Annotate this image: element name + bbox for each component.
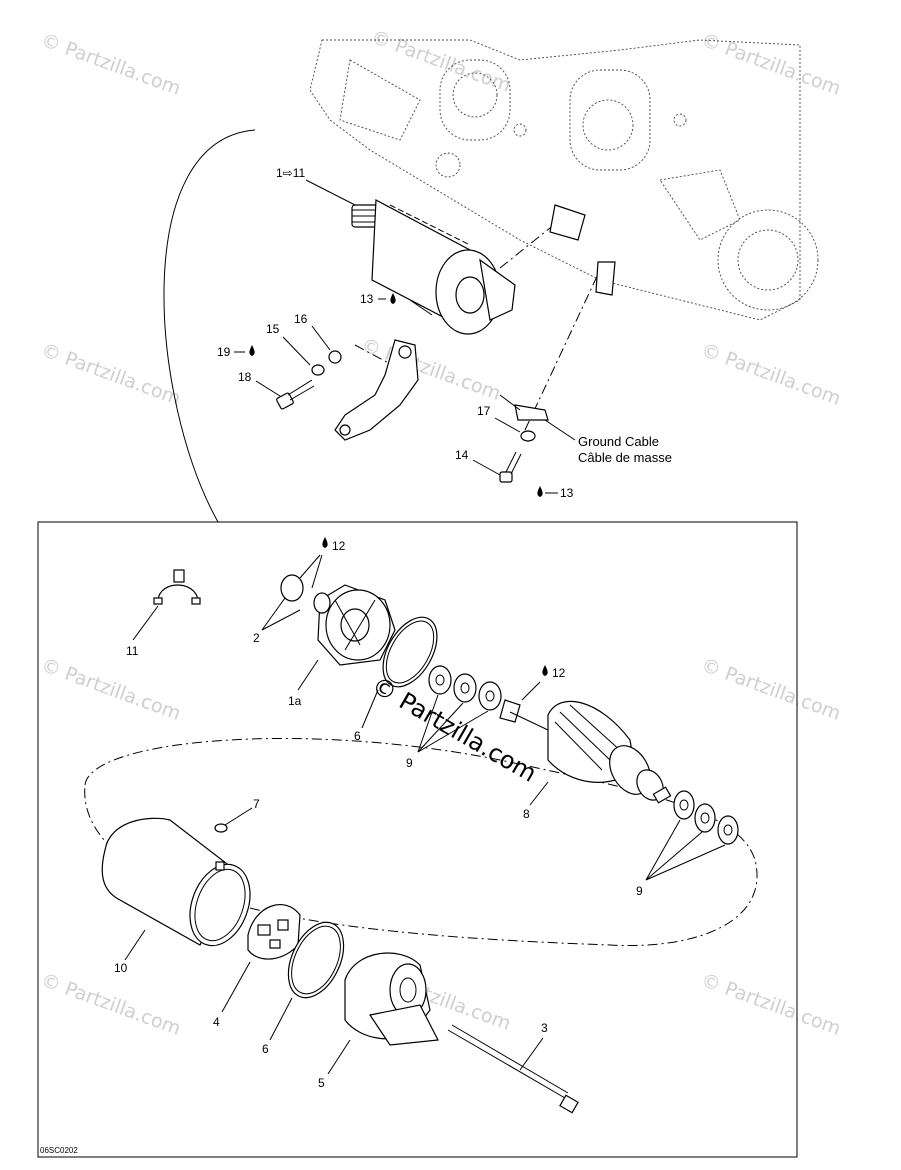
threadlocker-drop-icon [537,486,543,497]
callout-ground-cable: Ground Cable Câble de masse [544,419,672,465]
cable-lug-17 [514,404,549,421]
callout-1a: 1a [288,659,319,708]
starter-motor-installed [351,199,516,335]
part-9-washers-lower [673,790,739,845]
svg-text:2: 2 [253,631,260,645]
watermark-top-right: © Partzilla.com [698,29,843,100]
svg-text:11: 11 [126,644,139,658]
callout-6-lower: 6 [262,997,293,1056]
engine-mount-boss-2 [595,261,616,296]
svg-text:4: 4 [213,1015,220,1029]
svg-text:9: 9 [406,756,413,770]
part-9-washers-upper [428,665,502,711]
svg-text:8: 8 [523,807,530,821]
watermark-low-left: © Partzilla.com [38,654,183,725]
callout-10: 10 [114,929,146,975]
part-7-small-o-ring [214,823,228,833]
callout-14: 14 [455,448,501,476]
part-5-rear-cover [344,952,439,1046]
engine-block-outline [309,39,819,321]
part-10-yoke-housing [101,817,251,947]
svg-text:7: 7 [253,797,260,811]
svg-text:3: 3 [541,1021,548,1035]
lock-nut-16 [328,350,342,364]
svg-text:12: 12 [552,666,566,680]
callout-8: 8 [523,781,549,821]
ground-cable-label-fr: Câble de masse [578,450,672,465]
part-11-clip [153,569,201,605]
callout-6-upper: 6 [354,689,379,743]
cable-17-wire [499,394,521,411]
svg-text:13: 13 [560,486,574,500]
callout-2: 2 [253,597,301,645]
threadlocker-drop-icon [542,665,548,676]
threadlocker-drop-icon [249,345,255,356]
callout-3: 3 [519,1021,548,1071]
bracket-hole [398,345,412,359]
exploded-view-frame [37,521,798,1158]
watermark-mid-left: © Partzilla.com [38,339,183,410]
svg-text:1a: 1a [288,694,302,708]
watermark-low-right: © Partzilla.com [698,654,843,725]
hardware-bolt-18 [276,379,315,410]
svg-text:17: 17 [477,404,491,418]
threadlocker-drop-icon [322,537,328,548]
svg-text:6: 6 [262,1042,269,1056]
svg-text:15: 15 [266,322,280,336]
svg-text:14: 14 [455,448,469,462]
callout-18: 18 [238,370,281,397]
svg-text:10: 10 [114,961,128,975]
part-6-o-ring-upper [382,616,438,688]
exploded-view-leader [163,129,256,523]
callout-12-upper: 12 [299,537,346,589]
starter-support-bracket [334,339,419,441]
svg-text:9: 9 [636,884,643,898]
bolt-14 [499,451,522,483]
washer-17 [520,430,536,442]
svg-text:6: 6 [354,729,361,743]
watermark-top-left: © Partzilla.com [38,29,183,100]
callout-9-upper: 9 [406,694,489,770]
svg-text:5: 5 [318,1076,325,1090]
watermark-top-mid: © Partzilla.com [368,26,513,97]
washer-15 [311,364,325,376]
threadlocker-drop-icon [390,293,396,304]
watermark-bottom-right: © Partzilla.com [698,969,843,1040]
callout-9-lower: 9 [636,819,726,898]
svg-text:13: 13 [360,292,374,306]
callout-7: 7 [224,797,260,826]
bracket-hole-2 [339,424,351,436]
callout-5: 5 [318,1039,351,1090]
svg-text:18: 18 [238,370,252,384]
callout-13-lower: 13 [537,486,574,500]
svg-text:1⇨11: 1⇨11 [276,166,306,180]
part-1a-front-housing [313,584,396,666]
callout-19: 19 [217,345,255,359]
part-2-bushing [280,574,304,602]
callout-1-to-11: 1⇨11 [276,166,356,206]
callout-12-lower: 12 [521,665,566,701]
callout-15: 15 [266,322,311,366]
part-4-brush-plate [247,904,301,960]
svg-text:12: 12 [332,539,346,553]
ground-cable-label-en: Ground Cable [578,434,659,449]
part-8-armature [499,699,672,804]
engine-mount-boss [549,204,586,241]
callout-13-upper: 13 [360,292,396,306]
callout-4: 4 [213,961,251,1029]
part-3-through-bolt [447,1024,579,1114]
watermark-mid-right: © Partzilla.com [698,339,843,410]
watermark-bottom-left: © Partzilla.com [38,969,183,1040]
svg-text:16: 16 [294,312,308,326]
callout-16: 16 [294,312,331,351]
callout-17: 17 [477,404,521,433]
diagram-code: 06SC0202 [40,1146,78,1155]
callout-11: 11 [126,605,159,658]
svg-text:19: 19 [217,345,231,359]
